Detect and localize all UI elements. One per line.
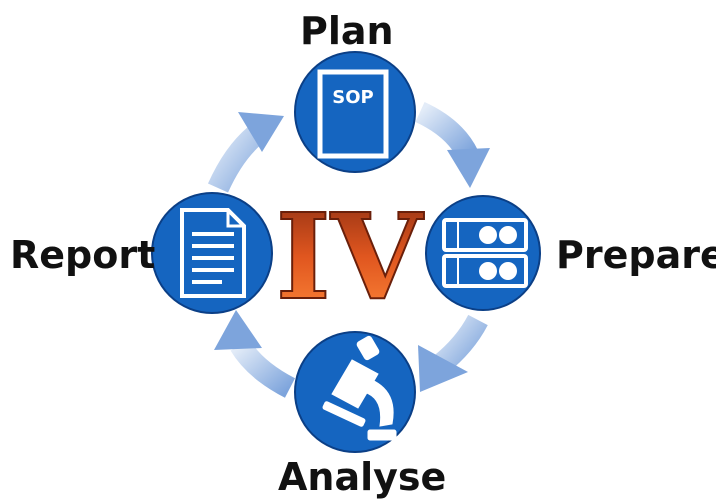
report-document-icon <box>180 208 246 298</box>
label-prepare: Prepare <box>556 233 716 277</box>
label-plan: Plan <box>300 9 394 53</box>
label-analyse: Analyse <box>278 455 447 499</box>
arrow-report-to-plan <box>207 112 284 193</box>
arrow-analyse-to-report <box>214 310 296 398</box>
arrow-plan-to-prepare <box>415 101 490 188</box>
step-analyse <box>294 331 416 453</box>
microscope-icon <box>322 335 397 441</box>
sop-text: SOP <box>332 87 373 108</box>
sop-document-icon: SOP <box>317 69 389 159</box>
center-iv-text: IV <box>276 187 425 326</box>
slides-icon <box>442 218 528 288</box>
step-plan: SOP <box>294 51 416 173</box>
step-report <box>151 192 273 314</box>
label-report: Report <box>10 233 156 277</box>
step-prepare <box>425 195 541 311</box>
arrow-prepare-to-analyse <box>418 314 488 392</box>
